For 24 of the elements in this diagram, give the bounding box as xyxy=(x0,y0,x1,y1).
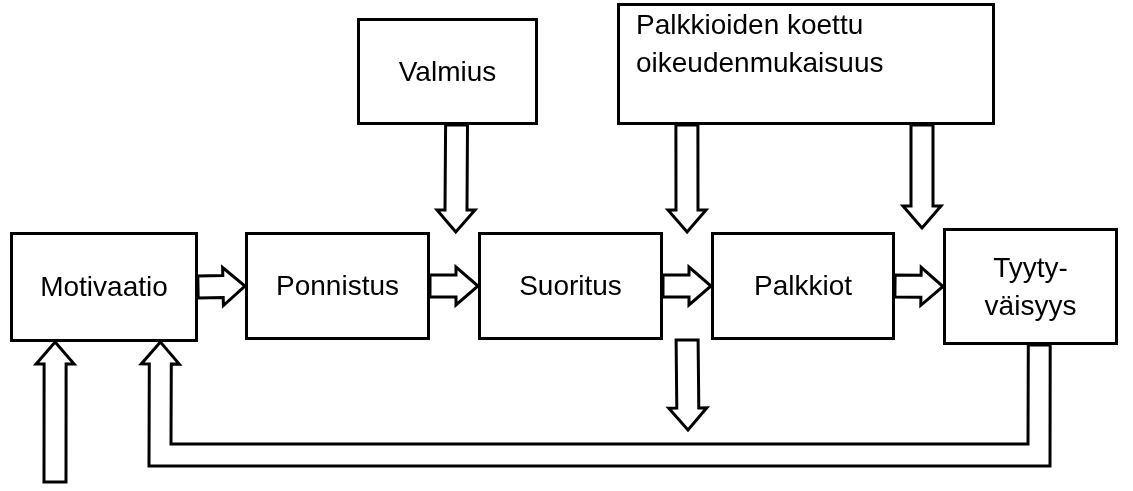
process-box xyxy=(357,18,538,125)
block-arrow xyxy=(665,338,711,433)
block-arrow xyxy=(433,123,479,235)
block-arrow xyxy=(661,263,714,309)
block-arrow xyxy=(196,264,248,309)
block-arrow xyxy=(428,263,481,309)
process-box xyxy=(10,232,198,342)
process-box xyxy=(617,3,995,125)
process-box xyxy=(245,232,430,340)
block-arrow xyxy=(664,123,710,235)
box-label: Tyyty- väisyys xyxy=(983,250,1078,323)
box-label: Ponnistus xyxy=(275,269,400,304)
process-box xyxy=(478,232,663,340)
box-label: Motivaatio xyxy=(39,270,169,305)
block-arrow xyxy=(32,339,78,484)
block-arrow xyxy=(899,123,945,231)
process-box xyxy=(711,232,895,340)
process-box xyxy=(943,228,1118,345)
box-label: Palkkiot xyxy=(752,269,853,304)
box-label: Suoritus xyxy=(518,269,623,304)
box-label: Valmius xyxy=(397,54,498,89)
block-arrow xyxy=(893,264,946,309)
box-label: Palkkioiden koettu oikeudenmukaisuus xyxy=(636,8,885,80)
block-arrow xyxy=(138,339,1052,468)
